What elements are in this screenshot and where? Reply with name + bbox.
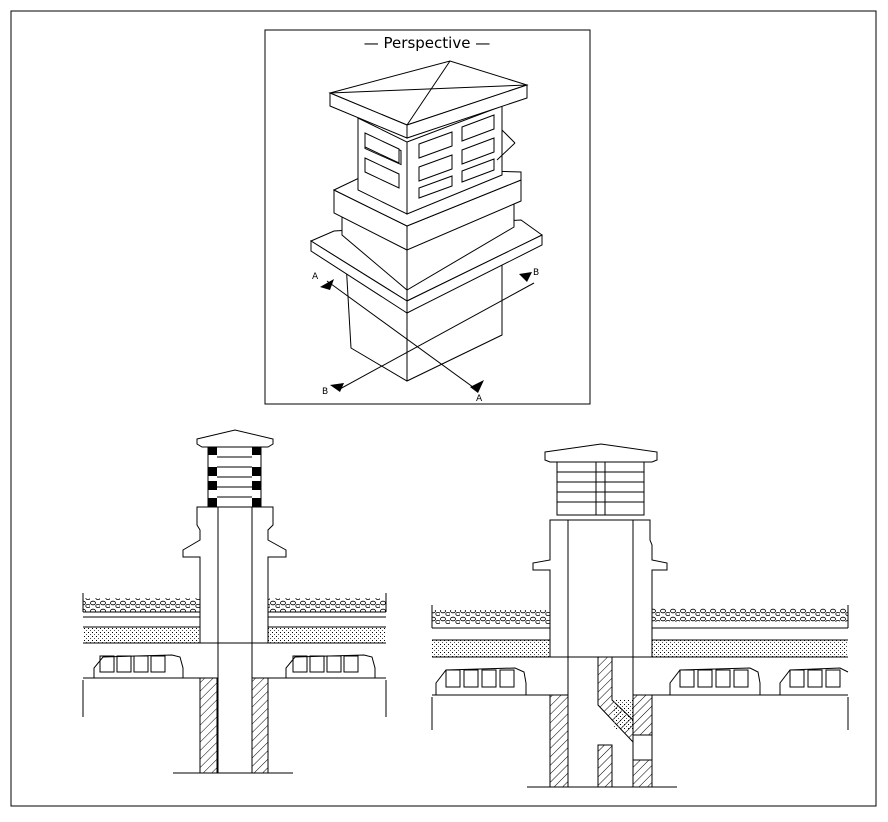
section-arrow-b2 [330,383,344,392]
section-arrow-a1 [320,279,334,290]
perspective-view: — Perspective — [264,29,591,405]
section-line-a [326,280,478,391]
section-line-b [337,282,535,391]
label-b2: B [322,387,328,397]
section-b-view [431,443,849,788]
label-b1: B [533,268,539,278]
perspective-frame [264,29,591,405]
sheet-border [10,10,877,807]
section-arrow-b1 [519,272,532,282]
label-a1: A [312,272,319,282]
label-a2: A [476,394,483,404]
section-a-view [82,429,387,774]
perspective-title: — Perspective — [364,34,490,52]
section-arrow-a2 [470,380,484,393]
